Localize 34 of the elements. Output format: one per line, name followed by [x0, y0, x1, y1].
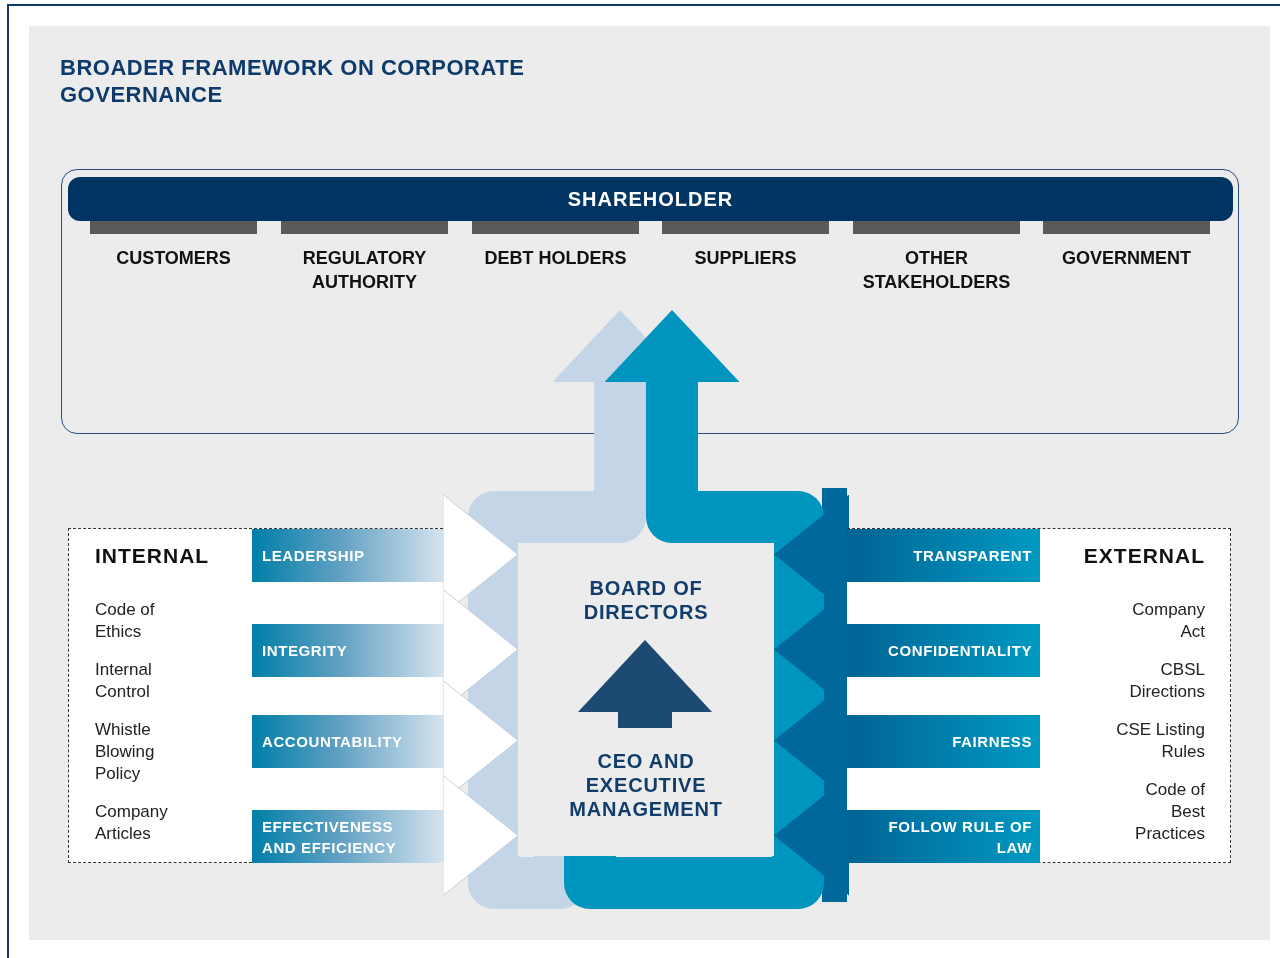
- shareholder-bar: SHAREHOLDER: [68, 177, 1233, 221]
- board-label: CEO AND EXECUTIVE MANAGEMENT: [568, 749, 724, 821]
- principle-band: INTEGRITY: [252, 624, 444, 677]
- stakeholder-label: GOVERNMENT: [1043, 221, 1210, 299]
- list-item: Company Act: [1131, 599, 1205, 643]
- diagram-title: BROADER FRAMEWORK ON CORPORATE GOVERNANCE: [60, 54, 526, 108]
- panel-heading: EXTERNAL: [1082, 544, 1205, 568]
- list-item: CSE Listing Rules: [1115, 719, 1205, 763]
- list-item: Company Articles: [95, 801, 169, 845]
- principle-band: FAIRNESS: [847, 715, 1040, 768]
- category-panel: [847, 528, 1231, 863]
- board-box: [518, 543, 774, 856]
- stakeholder-label: CUSTOMERS: [90, 221, 257, 299]
- principle-band: CONFIDENTIALITY: [847, 624, 1040, 677]
- principle-band: ACCOUNTABILITY: [252, 715, 444, 768]
- principle-band: TRANSPARENT: [847, 529, 1040, 582]
- board-label: BOARD OF DIRECTORS: [582, 576, 710, 624]
- list-item: Code of Best Practices: [1134, 779, 1205, 845]
- chevron-arrow: [442, 775, 519, 896]
- principle-band: FOLLOW RULE OF LAW: [847, 810, 1040, 863]
- stakeholder-label: DEBT HOLDERS: [472, 221, 639, 299]
- stakeholder-frame: [61, 169, 1239, 434]
- principle-band: EFFECTIVENESS AND EFFICIENCY: [252, 810, 444, 863]
- list-item: CBSL Directions: [1128, 659, 1205, 703]
- stakeholder-label: REGULATORY AUTHORITY: [281, 221, 448, 299]
- stakeholder-label: OTHER STAKEHOLDERS: [853, 221, 1020, 299]
- panel-heading: INTERNAL: [95, 544, 211, 568]
- list-item: Code of Ethics: [95, 599, 156, 643]
- list-item: Whistle Blowing Policy: [95, 719, 156, 785]
- principle-band: LEADERSHIP: [252, 529, 444, 582]
- flow-arrow: [564, 310, 824, 909]
- stakeholder-label: SUPPLIERS: [662, 221, 829, 299]
- category-panel: [68, 528, 443, 863]
- list-item: Internal Control: [95, 659, 153, 703]
